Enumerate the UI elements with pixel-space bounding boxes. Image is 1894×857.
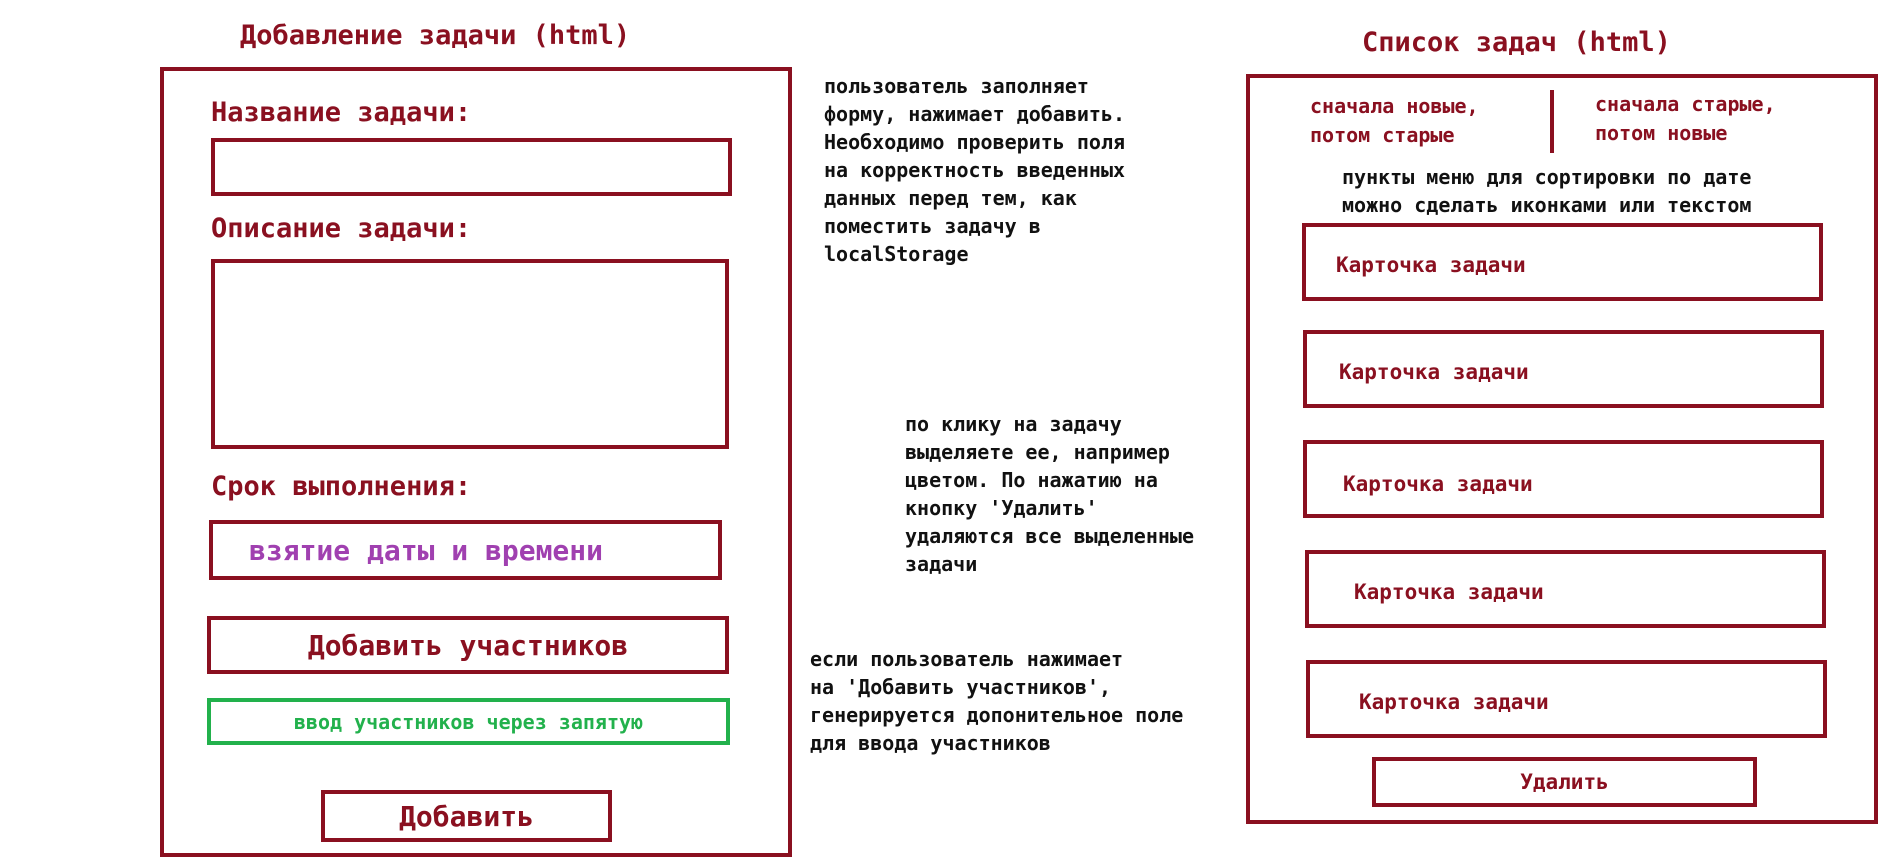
task-card-label: Карточка задачи <box>1339 360 1529 384</box>
validation-note: пользователь заполняет форму, нажимает д… <box>824 74 1126 266</box>
task-card-label: Карточка задачи <box>1354 580 1544 604</box>
task-card[interactable]: Карточка задачи <box>1302 223 1823 301</box>
task-description-label: Описание задачи: <box>211 213 472 244</box>
add-task-button[interactable]: Добавить <box>321 790 612 842</box>
task-list-title: Список задач (html) <box>1362 27 1671 58</box>
task-card-label: Карточка задачи <box>1336 253 1526 277</box>
participants-input-hint: ввод участников через запятую <box>293 709 644 734</box>
deadline-datetime-input[interactable]: взятие даты и времени <box>209 520 722 580</box>
add-task-title: Добавление задачи (html) <box>240 20 631 51</box>
add-task-button-label: Добавить <box>399 799 534 833</box>
add-participants-button-label: Добавить участников <box>307 628 629 662</box>
delete-button[interactable]: Удалить <box>1372 757 1757 807</box>
sort-newest-first[interactable]: сначала новые, потом старые <box>1310 94 1479 147</box>
sort-hint-note: пункты меню для сортировки по дате можно… <box>1342 165 1752 217</box>
task-card[interactable]: Карточка задачи <box>1306 660 1827 738</box>
task-description-textarea[interactable] <box>211 259 729 449</box>
task-list-frame <box>1246 74 1878 824</box>
task-name-input[interactable] <box>211 138 732 196</box>
task-card[interactable]: Карточка задачи <box>1303 440 1824 518</box>
task-card-label: Карточка задачи <box>1343 472 1533 496</box>
selection-note: по клику на задачу выделяете ее, наприме… <box>905 412 1194 576</box>
participants-input[interactable]: ввод участников через запятую <box>207 698 730 745</box>
task-card[interactable]: Карточка задачи <box>1305 550 1826 628</box>
add-participants-button[interactable]: Добавить участников <box>207 616 729 674</box>
datetime-placeholder: взятие даты и времени <box>249 534 604 567</box>
task-card[interactable]: Карточка задачи <box>1303 330 1824 408</box>
task-card-label: Карточка задачи <box>1359 690 1549 714</box>
task-name-label: Название задачи: <box>211 97 472 128</box>
delete-button-label: Удалить <box>1520 770 1609 794</box>
sort-oldest-first[interactable]: сначала старые, потом новые <box>1595 92 1776 145</box>
participants-note: если пользователь нажимает на 'Добавить … <box>810 647 1184 755</box>
deadline-label: Срок выполнения: <box>211 471 472 502</box>
sort-divider <box>1550 90 1554 153</box>
